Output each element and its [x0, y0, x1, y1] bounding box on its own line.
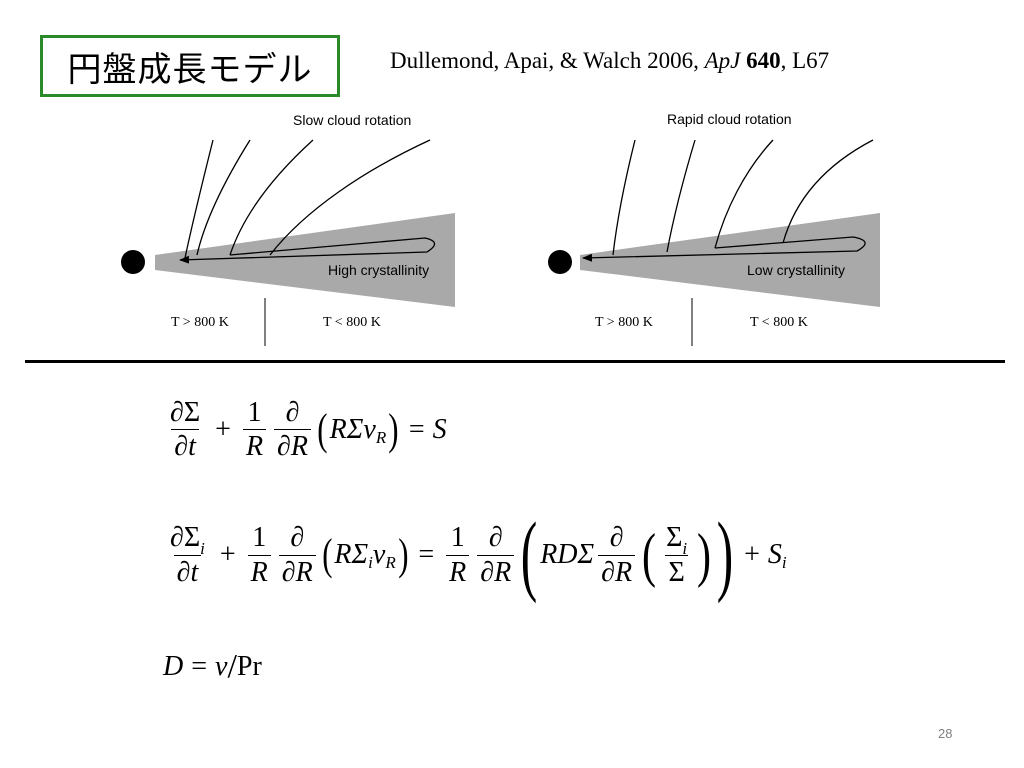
eq1-flux: RΣv: [329, 413, 376, 445]
left-infall-arrow: [196, 139, 251, 256]
right-inner-temp: T > 800 K: [595, 315, 653, 330]
diffusion-coefficient-equation: D = ν/Pr: [163, 648, 262, 685]
left-outer-temp: T < 800 K: [323, 315, 381, 330]
left-disk-label: High crystallinity: [328, 262, 429, 278]
right-disk-label: Low crystallinity: [747, 262, 845, 278]
eq2-concentration: Σi Σ: [665, 522, 688, 588]
right-outflow-arrow: [582, 236, 866, 262]
right-outer-temp: T < 800 K: [750, 315, 808, 330]
eq2-time-derivative: ∂Σi ∂t: [170, 522, 205, 588]
left-outflow-arrow: [179, 237, 436, 264]
right-infall-arrow: [714, 139, 774, 249]
citation-page: , L67: [780, 48, 830, 73]
slide-title: 円盤成長モデル: [67, 49, 313, 90]
right-panel: Rapid cloud rotation Low crystallinity T…: [548, 111, 880, 346]
right-panel-title: Rapid cloud rotation: [667, 111, 792, 127]
left-panel: Slow cloud rotation High crystallinity T…: [121, 112, 455, 346]
page-number: 28: [938, 726, 953, 741]
right-infall-arrow: [666, 139, 696, 253]
citation: Dullemond, Apai, & Walch 2006, ApJ 640, …: [390, 48, 829, 82]
right-disk: [580, 213, 880, 307]
left-panel-title: Slow cloud rotation: [293, 112, 411, 128]
eq1-source: S: [432, 413, 447, 445]
left-disk: [155, 213, 455, 307]
left-infall-arrow: [184, 139, 214, 259]
right-infall-arrow: [782, 139, 874, 244]
horizontal-rule: [25, 360, 1005, 363]
left-infall-arrow: [269, 139, 431, 256]
eq1-radial-derivative: ∂ ∂R: [274, 398, 311, 462]
citation-authors: Dullemond, Apai, & Walch 2006,: [390, 48, 705, 73]
left-inner-temp: T > 800 K: [171, 315, 229, 330]
citation-volume: 640: [746, 48, 781, 73]
citation-journal: ApJ: [704, 48, 741, 73]
right-infall-arrow: [612, 139, 636, 256]
disk-model-figure: Slow cloud rotation High crystallinity T…: [121, 111, 880, 346]
eq1-inverse-R: 1 R: [242, 398, 267, 462]
left-infall-arrow: [229, 139, 314, 256]
slide-title-box: 円盤成長モデル: [40, 35, 340, 97]
left-star: [121, 250, 145, 274]
right-star: [548, 250, 572, 274]
eq2-diffusion-term: RDΣ: [540, 539, 595, 570]
eq2-source: S: [767, 539, 782, 570]
eq1-time-derivative: ∂Σ ∂t: [170, 397, 201, 463]
